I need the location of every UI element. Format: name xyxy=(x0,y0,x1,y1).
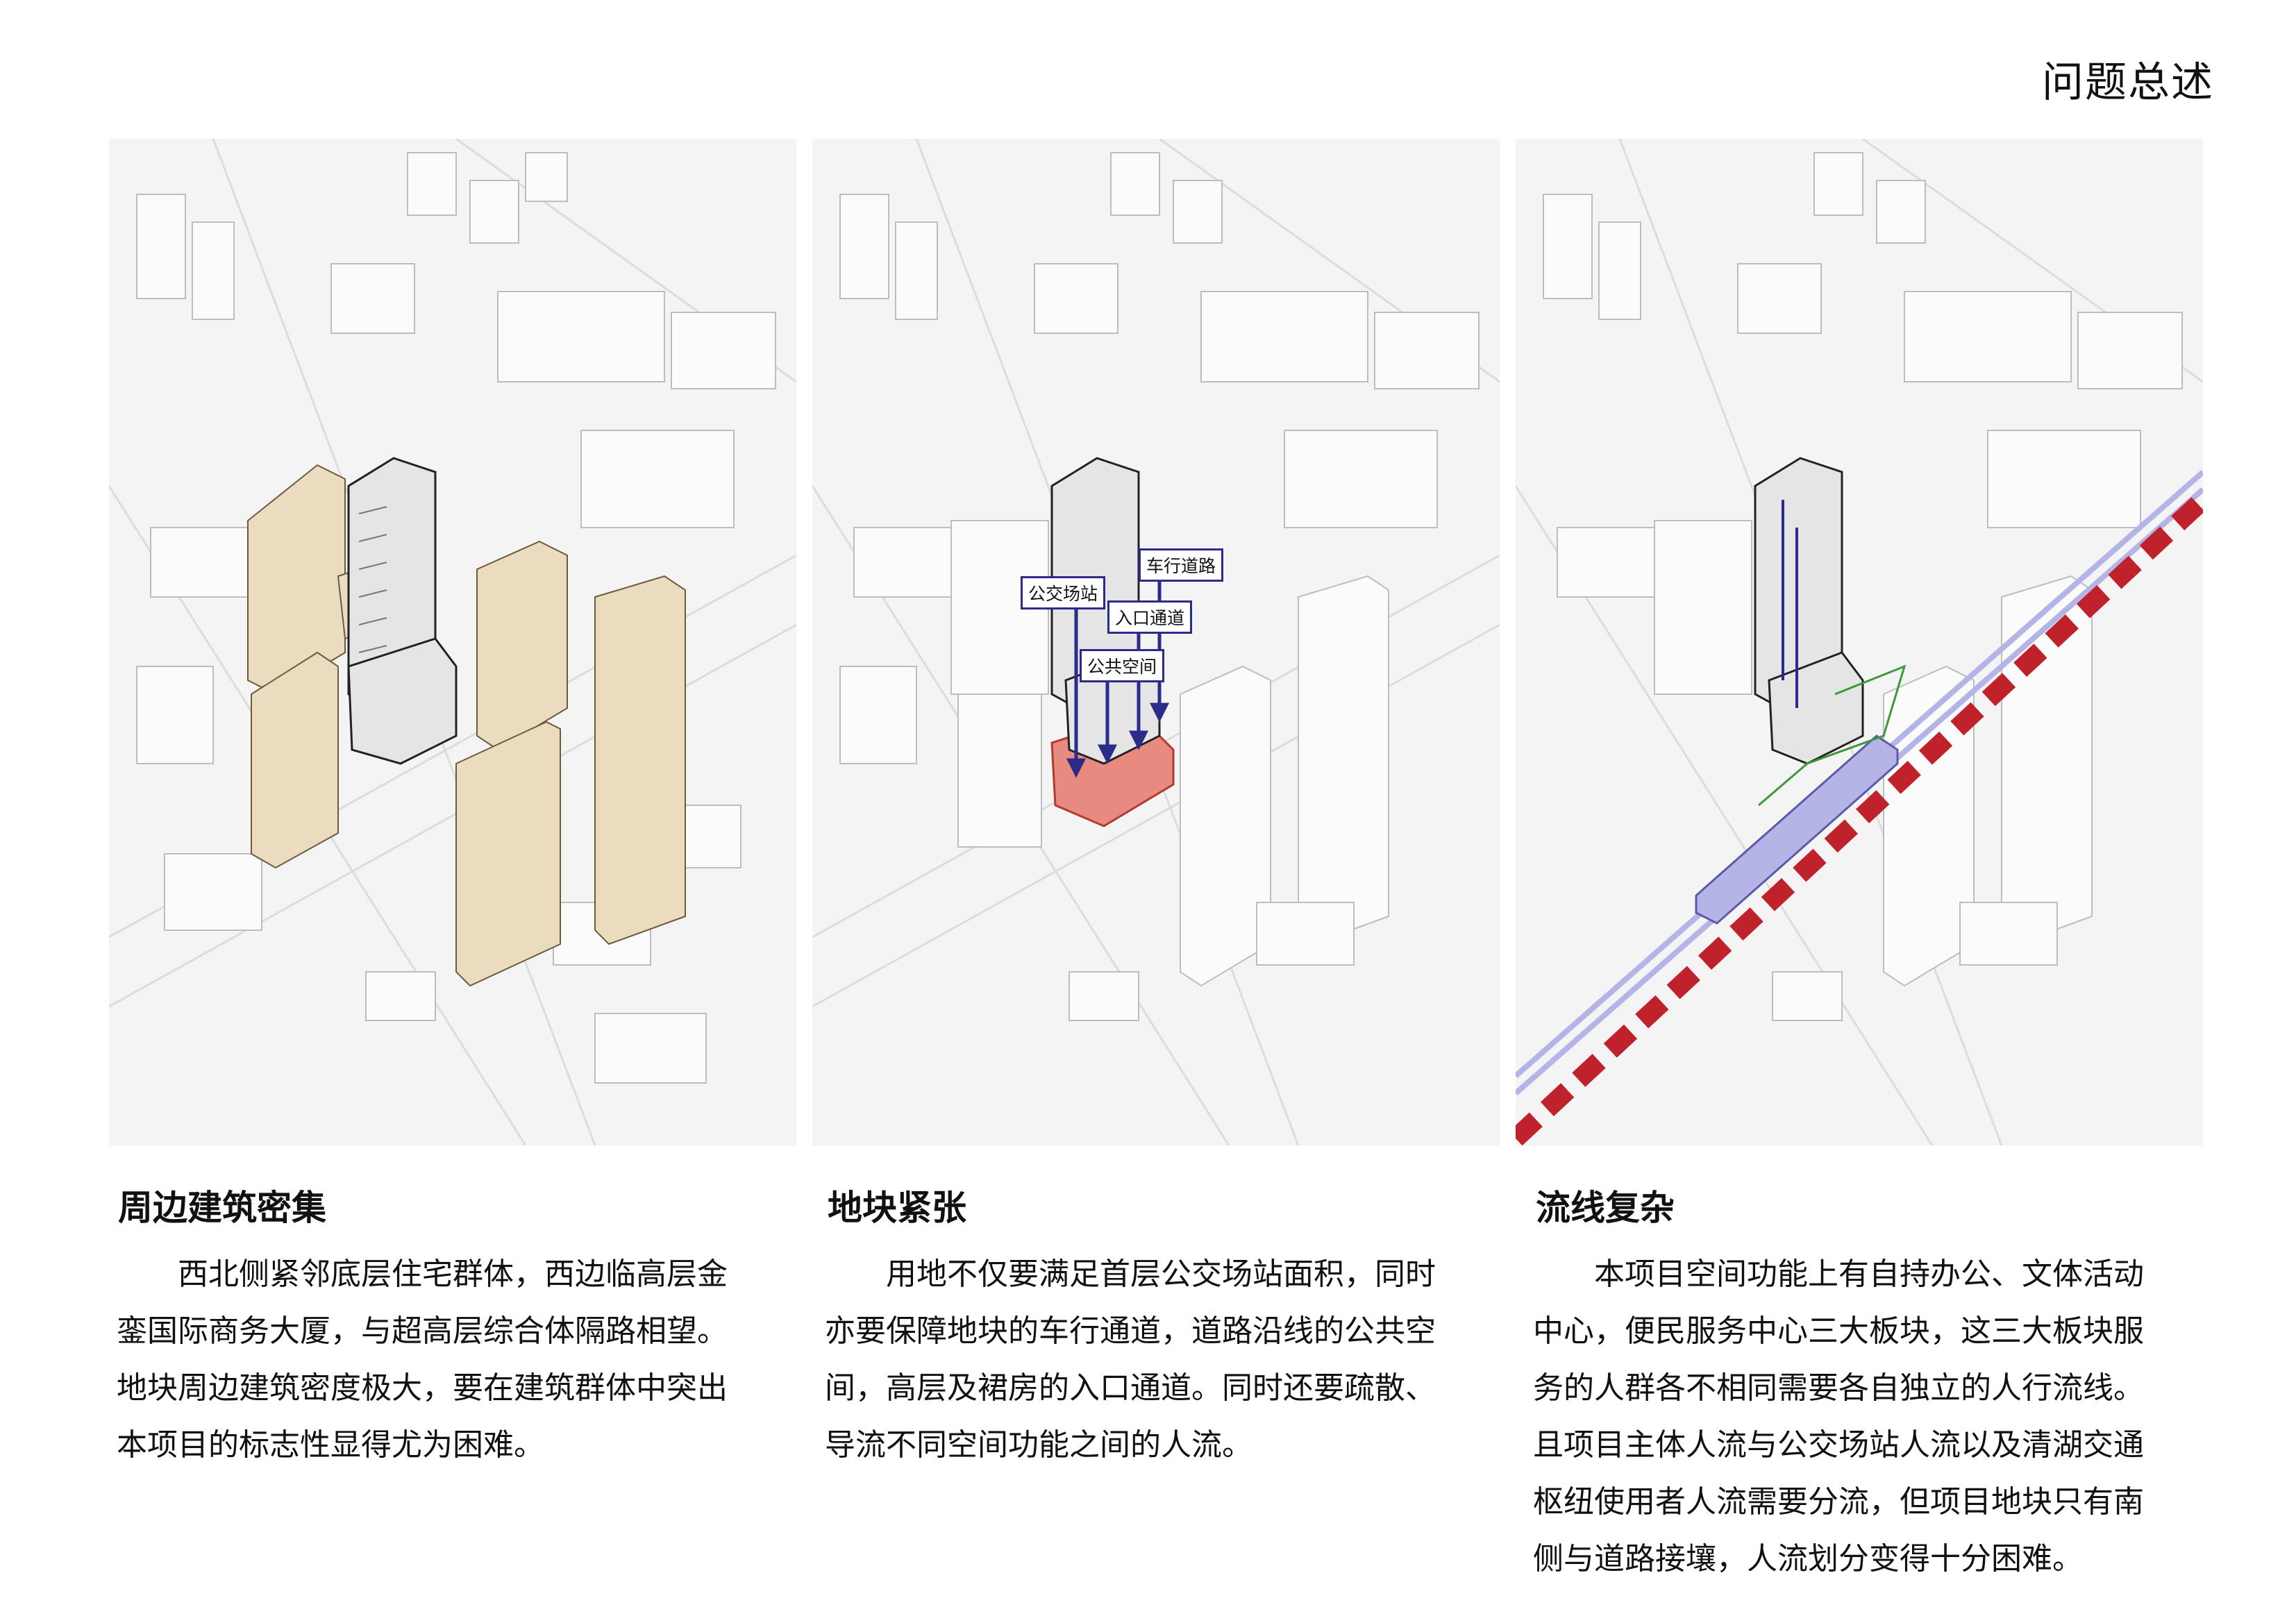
section-text-site: 用地不仅要满足首层公交场站面积，同时亦要保障地块的车行通道，道路沿线的公共空间，… xyxy=(825,1256,1436,1463)
label-entrance-passage: 入口通道 xyxy=(1107,600,1193,634)
label-public-space: 公共空间 xyxy=(1080,649,1165,682)
section-title-site: 地块紧张 xyxy=(828,1188,966,1228)
section-text-density: 西北侧紧邻底层住宅群体，西边临高层金銮国际商务大厦，与超高层综合体隔路相望。地块… xyxy=(117,1256,728,1463)
section-text-circulation: 本项目空间功能上有自持办公、文体活动中心，便民服务中心三大板块，这三大板块服务的… xyxy=(1533,1256,2144,1576)
section-title-circulation: 流线复杂 xyxy=(1536,1188,1675,1228)
label-bus-station: 公交场站 xyxy=(1021,576,1106,609)
diagram-site-constraint: 公交场站 车行道路 入口通道 公共空间 xyxy=(812,139,1500,1145)
massing-model-1 xyxy=(109,139,796,1145)
diagram-surrounding-density xyxy=(109,139,796,1145)
massing-model-3 xyxy=(1516,139,2203,1145)
diagram-circulation-complexity xyxy=(1516,139,2203,1145)
section-title-density: 周边建筑密集 xyxy=(118,1188,326,1228)
page-title: 问题总述 xyxy=(2042,58,2214,107)
massing-model-2 xyxy=(812,139,1500,1145)
label-vehicle-road: 车行道路 xyxy=(1139,548,1224,582)
